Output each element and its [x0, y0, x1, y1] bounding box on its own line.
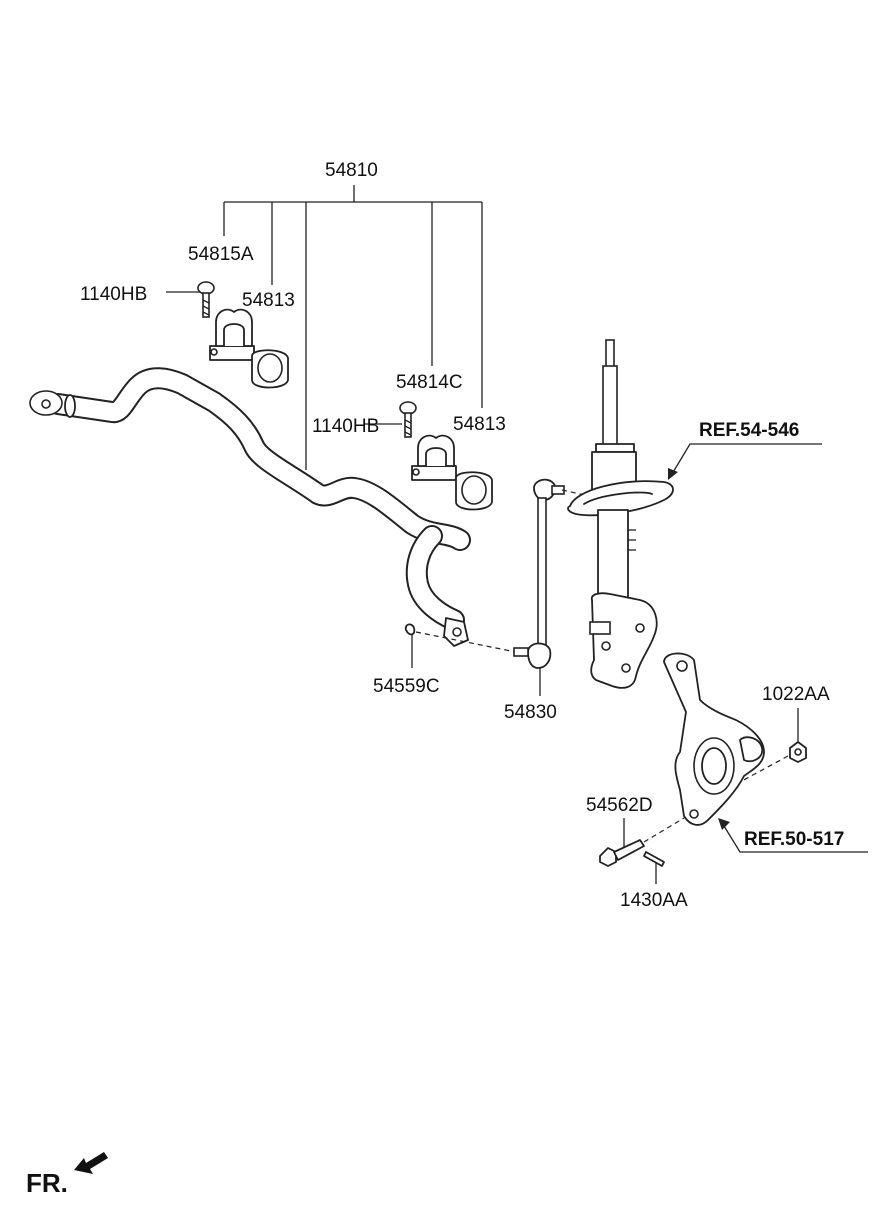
direction-marker: FR. [26, 1152, 108, 1198]
label-knuckle-bolt: 54562D [586, 795, 653, 816]
label-clip: 54559C [373, 676, 440, 697]
label-link: 54830 [504, 702, 557, 723]
knuckle-bolt [599, 817, 685, 867]
ref-knuckle: REF.50-517 [744, 829, 844, 850]
label-bolt-left: 1140HB [80, 284, 147, 305]
bracket-right [411, 434, 457, 481]
label-assembly: 54810 [325, 160, 378, 181]
label-leaders [166, 291, 868, 884]
stabilizer-link [513, 478, 599, 669]
label-pin: 1430AA [620, 890, 688, 911]
label-bracket-left: 54815A [188, 244, 254, 265]
steering-knuckle [663, 652, 765, 826]
bushing-right [455, 471, 493, 511]
direction-arrow-icon [74, 1152, 108, 1174]
bolt-right [399, 401, 417, 438]
direction-label: FR. [26, 1168, 68, 1198]
label-bushing-right: 54813 [453, 414, 506, 435]
bracket-left [209, 308, 255, 361]
clip [404, 623, 517, 653]
assembly-leader-tree [223, 185, 483, 470]
nut [739, 741, 807, 783]
label-bracket-right: 54814C [396, 372, 463, 393]
ref-strut: REF.54-546 [699, 420, 799, 441]
stabilizer-bar [29, 367, 471, 647]
pin [643, 851, 665, 867]
label-bushing-left: 54813 [242, 290, 295, 311]
strut-assembly [567, 339, 674, 689]
label-bolt-right: 1140HB [312, 416, 379, 437]
bushing-left [251, 349, 289, 389]
label-nut: 1022AA [762, 684, 830, 705]
bolt-left [197, 281, 215, 318]
